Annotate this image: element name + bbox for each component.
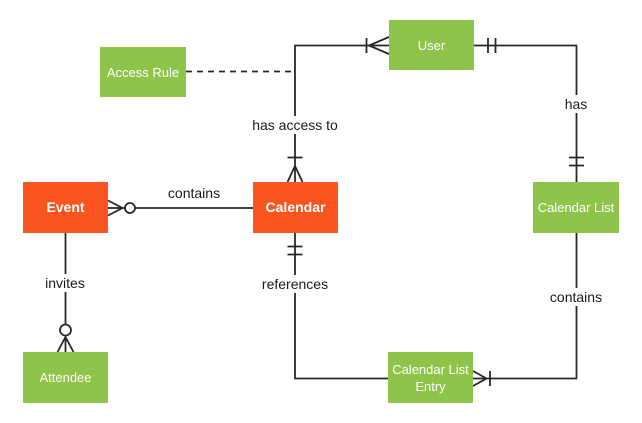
connector-has-access-to (286, 36, 390, 183)
edge-label-references: references (257, 275, 333, 293)
cardinality-one-or-many-icon (286, 156, 304, 183)
connector-invites (56, 233, 75, 353)
entity-calendar[interactable]: Calendar (253, 182, 338, 233)
entity-user[interactable]: User (389, 20, 474, 70)
cardinality-zero-or-many-icon (56, 323, 75, 353)
connector-contains-event-calendar (107, 199, 253, 217)
cardinality-exactly-one-icon (487, 38, 497, 53)
entity-calendar-list[interactable]: Calendar List (533, 182, 619, 233)
edge-label-invites: invites (41, 274, 89, 292)
connector-has (474, 38, 584, 182)
edge-label-has-access-to: has access to (248, 116, 342, 134)
entity-access-rule[interactable]: Access Rule (100, 47, 186, 97)
cardinality-one-or-many-icon (472, 370, 491, 387)
cardinality-one-or-many-icon (365, 36, 390, 55)
cardinality-exactly-one-icon (569, 156, 584, 167)
entity-calendar-list-entry[interactable]: Calendar List Entry (388, 352, 473, 403)
connector-contains-list-entry (472, 233, 578, 387)
edge-label-has: has (560, 95, 592, 113)
entity-event[interactable]: Event (23, 182, 108, 233)
cardinality-zero-or-many-icon (107, 199, 136, 217)
edge-label-contains-list-entry: contains (545, 288, 607, 306)
entity-attendee[interactable]: Attendee (23, 352, 108, 403)
cardinality-exactly-one-icon (287, 245, 303, 256)
connector-references (287, 233, 388, 380)
edge-label-contains-event-calendar: contains (163, 184, 225, 202)
